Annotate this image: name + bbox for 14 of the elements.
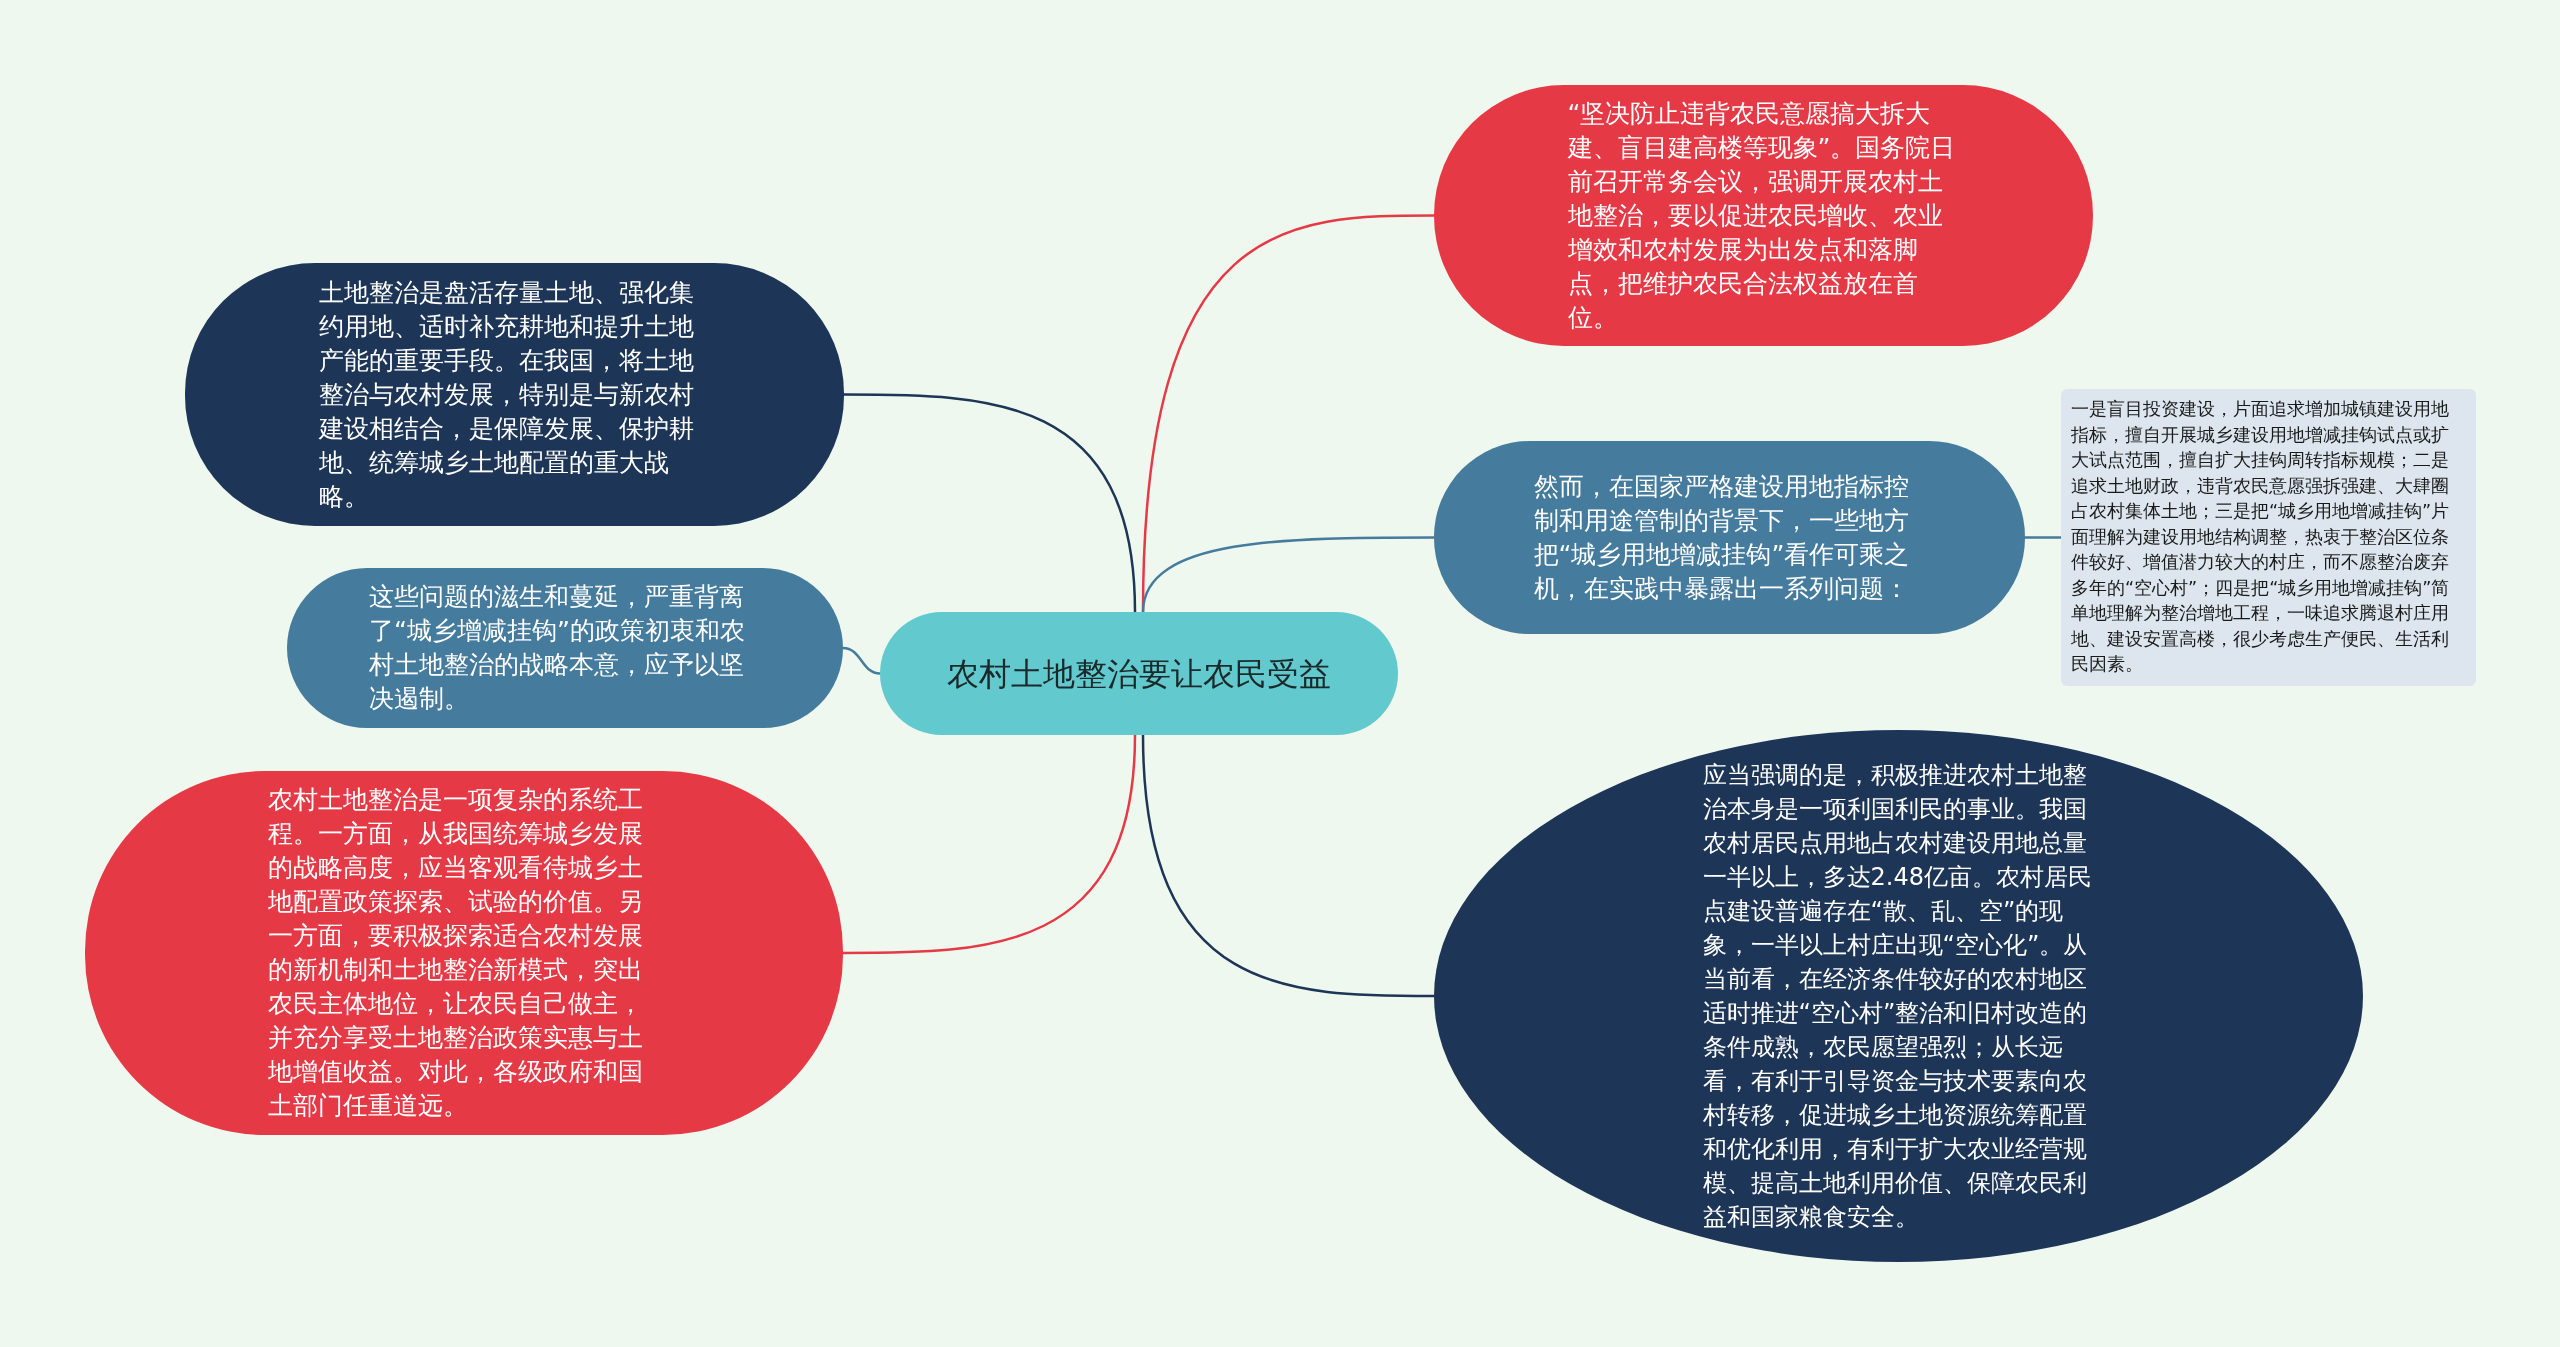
connector-line: [2025, 536, 2061, 539]
node-text: 一是盲目投资建设，片面追求增加城镇建设用地指标，擅自开展城乡建设用地增减挂钩试点或扩大试点范围，擅自扩大挂钩周转指标规模；二是追求土地财政，违背农民意愿强拆强建、大肆圈占农村集体土地；三是把“城乡用地增减挂钩”片面理解为建设用地结构调整，热衷于整治区位条件较好、增值潜力较大的村庄，而不愿整治废弃多年的“空心村”；四是把“城乡用地增减挂钩”简单地理解为整治增地工程，一味追求腾退村庄用地、建设安置高楼，很少考虑生产便民、生活利民因素。: [2071, 398, 2451, 677]
topic-text: 农村土地整治要让农民受益: [946, 653, 1332, 695]
connector-line: [844, 393, 1137, 613]
connector-line: [842, 646, 881, 675]
connector-line: [843, 734, 1137, 955]
connector-line: [1141, 536, 1434, 613]
node-text: 应当强调的是，积极推进农村土地整治本身是一项利国利民的事业。我国农村居民点用地占农村建设用地总量一半以上，多达2.48亿亩。农村居民点建设普遍存在“散、乱、空”的现象，一半以上村庄出现“空心化”。从当前看，在经济条件较好的农村地区适时推进“空心村”整治和旧村改造的条件成熟，农民愿望强烈；从长远看，有利于引导资金与技术要素向农村转移，促进城乡土地资源统筹配置和优化利用，有利于扩大农业经营规模、提高土地利用价值、保障农民利益和国家粮食安全。: [1702, 760, 2093, 1233]
node-text: 然而，在国家严格建设用地指标控制和用途管制的背景下，一些地方把“城乡用地增减挂钩”看作可乘之机，在实践中暴露出一系列问题：: [1533, 470, 1911, 605]
node-text: “坚决防止违背农民意愿搞大拆大建、盲目建高楼等现象”。国务院日前召开常务会议，强调开展农村土地整治，要以促进农民增收、农业增效和农村发展为出发点和落脚点，把维护农民合法权益放在首位。: [1567, 97, 1957, 334]
connector-line: [1141, 734, 1434, 998]
node-text: 土地整治是盘活存量土地、强化集约用地、适时补充耕地和提升土地产能的重要手段。在我国，将土地整治与农村发展，特别是与新农村建设相结合，是保障发展、保护耕地、统筹城乡土地配置的重大战略。: [318, 276, 695, 513]
node-text: 农村土地整治是一项复杂的系统工程。一方面，从我国统筹城乡发展的战略高度，应当客观看待城乡土地配置政策探索、试验的价值。另一方面，要积极探索适合农村发展的新机制和土地整治新模式，突出农民主体地位，让农民自己做主，并充分享受土地整治政策实惠与土地增值收益。对此，各级政府和国土部门任重道远。: [268, 784, 644, 1122]
node-text: 这些问题的滋生和蔓延，严重背离了“城乡增减挂钩”的政策初衷和农村土地整治的战略本意，应予以坚决遏制。: [369, 581, 746, 715]
